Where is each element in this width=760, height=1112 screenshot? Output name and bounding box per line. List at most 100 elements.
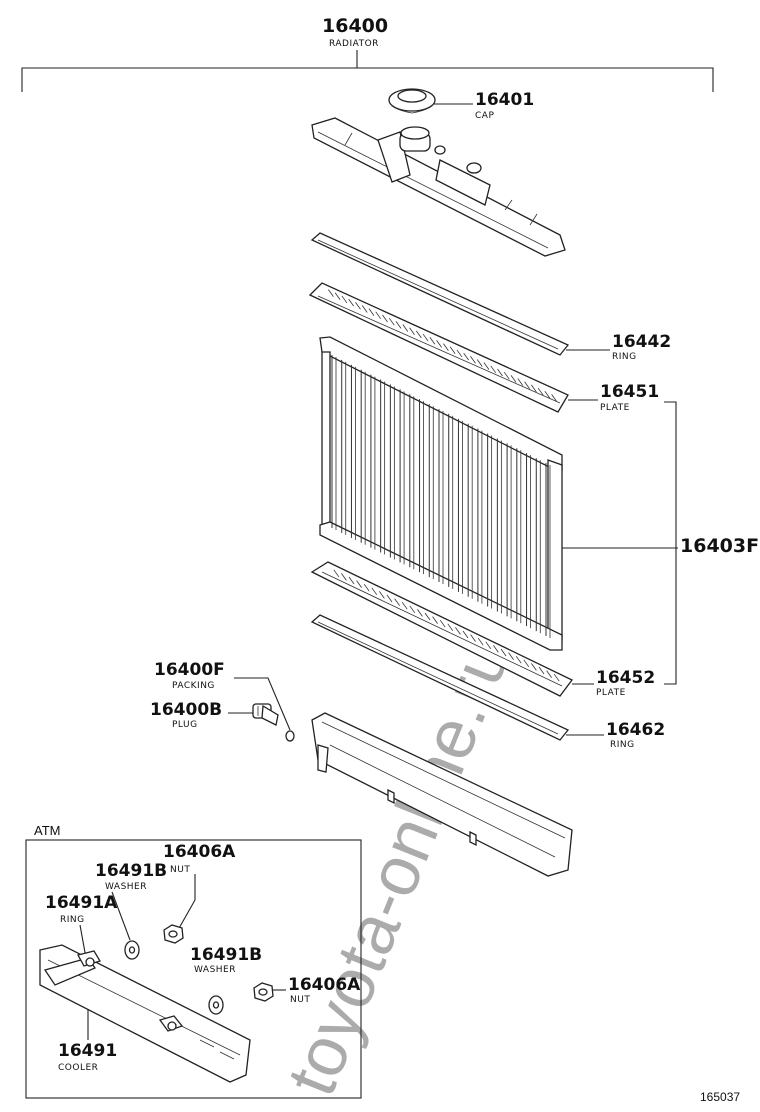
upper-plate[interactable] — [308, 282, 569, 413]
label-cap[interactable]: 16401 CAP — [475, 90, 534, 121]
label-plate-upper[interactable]: 16451 PLATE — [600, 382, 659, 413]
upper-ring[interactable] — [310, 232, 570, 356]
plate-slot — [476, 359, 483, 367]
label-atm-ring[interactable]: 16491A RING — [45, 893, 118, 925]
core-bracket — [664, 401, 677, 685]
plate-slot — [382, 314, 388, 323]
part-name: PLUG — [172, 720, 198, 730]
lower-tank[interactable] — [311, 712, 573, 877]
part-number: 16491 — [58, 1041, 117, 1061]
plate-slot — [361, 305, 368, 313]
drain-plug[interactable] — [252, 703, 279, 726]
plate-slot — [490, 365, 497, 374]
plate-slot — [386, 594, 393, 603]
part-number: 16491A — [45, 893, 118, 913]
part-number: 16491B — [190, 945, 262, 965]
plate-slot — [530, 384, 537, 393]
plate-slot — [493, 645, 499, 653]
leader-atm-ring — [79, 924, 87, 959]
plate-slot — [409, 327, 415, 335]
plate-slot — [429, 337, 436, 345]
plate-slot — [517, 378, 524, 386]
label-ring-upper[interactable]: 16442 RING — [612, 332, 671, 362]
plate-slot — [333, 569, 340, 578]
atm-washer-mid[interactable] — [208, 995, 224, 1015]
plate-slot — [483, 362, 490, 370]
part-number: 16406A — [163, 842, 236, 862]
plate-slot — [348, 576, 355, 585]
part-number: 16400F — [154, 660, 225, 680]
part-name: PLATE — [600, 403, 630, 413]
plate-slot — [455, 627, 461, 635]
upper-tank[interactable] — [311, 117, 566, 257]
part-number: 16451 — [600, 382, 659, 402]
part-number: 16403F — [680, 535, 759, 557]
plate-slot — [485, 641, 492, 650]
plate-slot — [553, 673, 560, 682]
plate-slot — [401, 601, 408, 610]
part-name: PACKING — [172, 681, 215, 691]
part-number: 16442 — [612, 332, 671, 352]
part-name: WASHER — [194, 965, 236, 975]
lower-ring[interactable] — [310, 614, 570, 741]
plate-slot — [409, 605, 416, 614]
packing-ring[interactable] — [285, 730, 295, 742]
plate-slot — [477, 637, 484, 646]
plate-slot — [436, 340, 442, 348]
leader-atm-nut-top — [177, 874, 196, 931]
part-number: 16401 — [475, 90, 534, 110]
atm-nut-top[interactable] — [163, 924, 184, 944]
plate-slot — [544, 391, 551, 399]
plate-slot — [432, 616, 438, 624]
assembly-number: 16400 — [322, 15, 388, 37]
label-atm-nut-mid[interactable]: 16406A NUT — [288, 975, 361, 1005]
leader-atm-washer-top — [111, 891, 131, 941]
plate-slot — [328, 289, 334, 297]
plate-slot — [356, 580, 362, 588]
label-atm-washer-top[interactable]: 16491B WASHER — [95, 861, 167, 892]
lower-plate[interactable] — [310, 561, 573, 697]
part-name: NUT — [290, 995, 310, 1005]
plate-slot — [449, 346, 456, 354]
plate-slot — [523, 659, 530, 668]
label-atm-washer-mid[interactable]: 16491B WASHER — [190, 945, 262, 975]
part-name: RING — [60, 915, 85, 925]
plate-slot — [395, 321, 402, 329]
label-core[interactable]: 16403F — [680, 535, 759, 557]
plate-slot — [508, 652, 514, 660]
plate-slot — [379, 591, 385, 599]
plate-slot — [388, 317, 395, 326]
assembly-label[interactable]: 16400 RADIATOR — [322, 15, 388, 49]
plate-slot — [417, 609, 423, 617]
plate-slot — [348, 298, 355, 307]
plate-slot — [546, 670, 552, 678]
plate-slot — [402, 324, 409, 332]
label-atm-nut-top[interactable]: 16406A NUT — [163, 842, 236, 875]
radiator-core[interactable] — [319, 336, 563, 651]
plate-slot — [334, 292, 341, 300]
plate-slot — [415, 330, 422, 339]
label-plate-lower[interactable]: 16452 PLATE — [596, 668, 655, 698]
part-name: PLATE — [596, 688, 626, 698]
atm-cooler[interactable] — [39, 944, 251, 1083]
plate-slot — [375, 311, 382, 320]
atm-washer-top[interactable] — [124, 940, 140, 960]
part-name: RING — [610, 740, 635, 750]
plate-slot — [422, 333, 429, 342]
label-atm-cooler[interactable]: 16491 COOLER — [58, 1041, 117, 1073]
plate-slot — [443, 343, 449, 351]
label-packing[interactable]: 16400F PACKING — [154, 660, 225, 691]
plate-slot — [470, 634, 476, 642]
plate-slots — [333, 569, 560, 682]
plate-slot — [524, 381, 530, 389]
part-number: 16452 — [596, 668, 655, 688]
leader-packing — [234, 677, 291, 731]
atm-nut-mid[interactable] — [253, 982, 274, 1002]
label-plug[interactable]: 16400B PLUG — [150, 700, 222, 730]
plate-slot — [500, 648, 507, 657]
label-ring-lower[interactable]: 16462 RING — [606, 720, 665, 750]
radiator-cap[interactable] — [388, 88, 436, 114]
plate-slot — [470, 356, 476, 364]
plate-slot — [515, 655, 522, 664]
